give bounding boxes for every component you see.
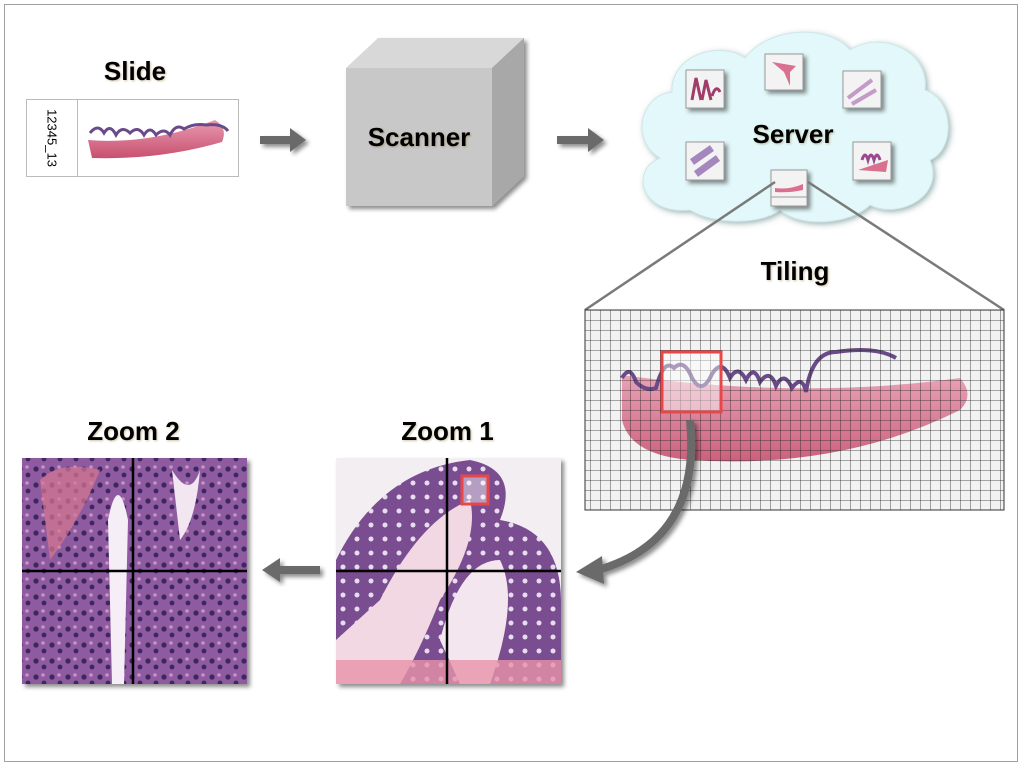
server-thumbnail [685, 69, 725, 109]
slide-label: Slide [103, 56, 167, 86]
slide-tissue-thumbnail [88, 120, 230, 159]
arrow-zoom1-to-zoom2 [262, 558, 320, 582]
server-thumbnail [842, 70, 882, 109]
tiling-label: Tiling [760, 256, 830, 286]
tiling-highlight-box [660, 350, 723, 414]
server-thumbnail [764, 53, 804, 91]
server-thumbnail [685, 141, 725, 181]
diagram-frame [4, 4, 1018, 762]
server-label: Server [752, 119, 834, 149]
zoom1-label: Zoom 1 [401, 416, 494, 446]
tiling-panel [584, 309, 1005, 511]
zoom-line-right [807, 180, 1005, 312]
arrow-tiling-to-zoom1 [576, 419, 696, 584]
slide-id-label: 12345_13 [27, 100, 78, 176]
scanner-label: Scanner [367, 122, 471, 152]
arrow-slide-to-scanner [260, 128, 306, 152]
zoom-line-left [584, 180, 776, 312]
server-thumbnail [852, 141, 892, 181]
zoom1-highlight-box [460, 474, 490, 506]
scanner-cube [346, 38, 524, 206]
glass-slide: 12345_13 [26, 99, 239, 177]
arrow-scanner-to-server [557, 128, 604, 152]
zoom2-label: Zoom 2 [87, 416, 180, 446]
slide-id-text: 12345_13 [44, 109, 60, 167]
server-thumbnail [770, 169, 808, 207]
